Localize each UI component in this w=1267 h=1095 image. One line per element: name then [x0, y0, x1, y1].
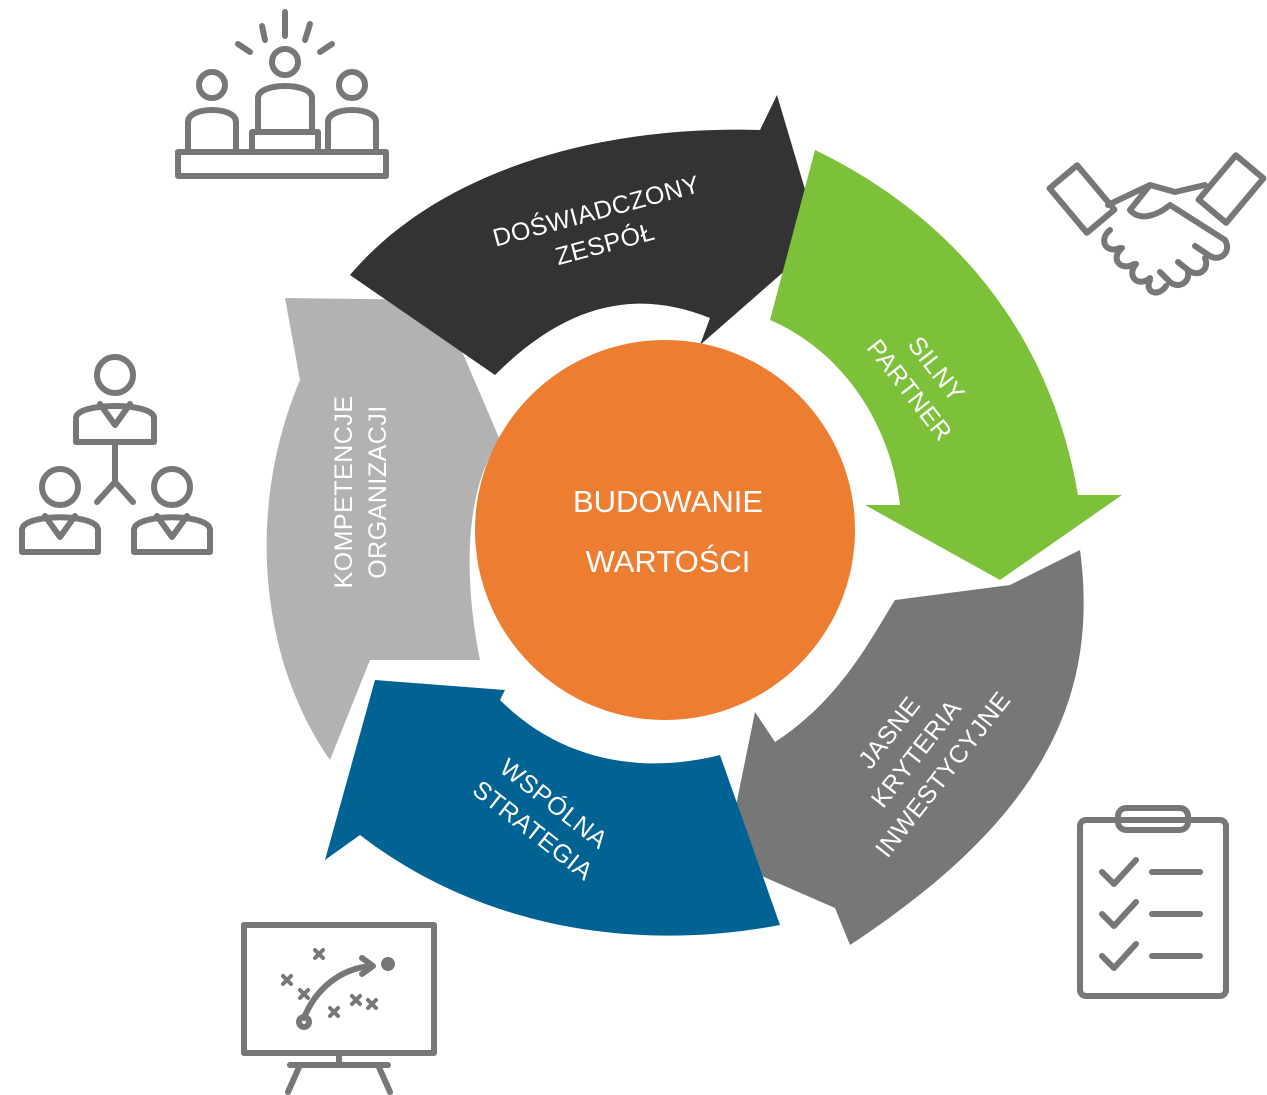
checklist-icon	[1077, 805, 1229, 999]
segment-label-kompetencje-line1: KOMPETENCJE	[330, 395, 358, 588]
team-icon	[175, 9, 389, 179]
center-circle	[475, 340, 855, 720]
cycle-ring	[266, 95, 1122, 945]
segment-silny-shape	[770, 150, 1122, 580]
segment-label-kompetencje: KOMPETENCJE ORGANIZACJI	[330, 395, 392, 588]
segment-label-kompetencje-line2: ORGANIZACJI	[364, 405, 392, 579]
segment-jasne-shape	[725, 550, 1084, 945]
strategy-board-icon	[241, 922, 437, 1095]
center-label-line1: BUDOWANIE	[573, 484, 763, 519]
segment-doswiadczony-shape	[350, 95, 820, 375]
center-label-line2: WARTOŚCI	[586, 543, 751, 579]
segment-wspolna-shape	[325, 680, 780, 936]
segment-kompetencje-shape	[266, 298, 500, 760]
handshake-icon	[1046, 152, 1267, 296]
org-chart-icon	[19, 354, 213, 555]
